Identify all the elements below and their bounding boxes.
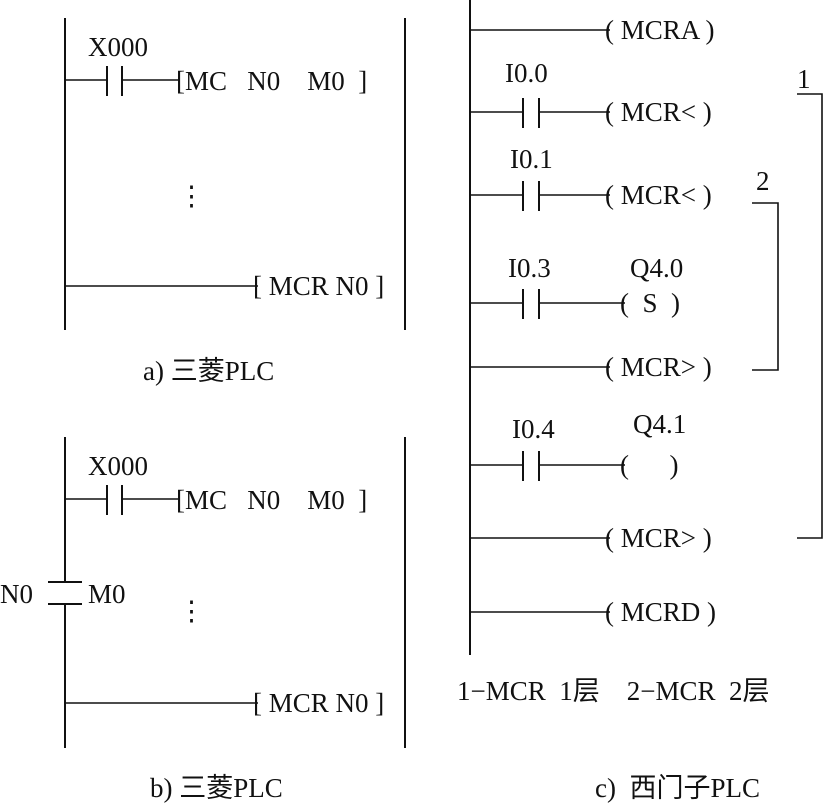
contact-i0-1: [522, 181, 540, 211]
coil-mcra: ( MCRA ): [605, 15, 715, 45]
contact-label: I0.1: [510, 144, 553, 174]
contact-label: I0.0: [505, 58, 548, 88]
ellipsis: ⋮: [178, 181, 205, 211]
caption: c) 西门子PLC: [595, 773, 760, 803]
mcr-instruction: [ MCR N0 ]: [253, 271, 384, 301]
mc-instruction: [MC N0 M0 ]: [176, 66, 367, 96]
contact-label: I0.3: [508, 253, 551, 283]
contact-label: X000: [88, 32, 148, 62]
master-contact-left-label: N0: [0, 579, 33, 609]
coil-mcr-close: ( MCR> ): [605, 352, 712, 382]
coil-mcr-close: ( MCR> ): [605, 523, 712, 553]
bracket-label: 2: [756, 166, 770, 196]
coil-set: ( S ): [620, 288, 680, 318]
contact-i0-0: [522, 98, 540, 128]
output-label: Q4.1: [633, 409, 686, 439]
mc-instruction: [MC N0 M0 ]: [176, 485, 367, 515]
caption: b) 三菱PLC: [150, 773, 283, 803]
coil-mcr-open: ( MCR< ): [605, 97, 712, 127]
output-label: Q4.0: [630, 253, 683, 283]
master-control-contact: [48, 581, 82, 605]
mcr-instruction: [ MCR N0 ]: [253, 688, 384, 718]
caption: a) 三菱PLC: [143, 356, 274, 386]
panel-c: ( MCRA ) I0.0 ( MCR< ) I0.1 ( MCR< ) I0.…: [457, 0, 823, 803]
contact-label: X000: [88, 451, 148, 481]
bracket-mcr-level-2: [752, 202, 779, 371]
contact-x000: [106, 66, 123, 96]
bracket-mcr-level-1: [797, 93, 823, 539]
contact-i0-3: [522, 289, 540, 319]
contact-label: I0.4: [512, 414, 555, 444]
coil-mcrd: ( MCRD ): [605, 597, 716, 627]
bracket-label: 1: [797, 64, 811, 94]
ellipsis: ⋮: [178, 596, 205, 626]
panel-b: X000 [MC N0 M0 ] N0 M0 ⋮ [ MCR N0 ] b) 三…: [0, 437, 406, 803]
legend: 1−MCR 1层 2−MCR 2层: [457, 676, 770, 706]
contact-i0-4: [522, 451, 540, 481]
contact-x000: [106, 485, 123, 515]
coil-mcr-open: ( MCR< ): [605, 180, 712, 210]
master-contact-right-label: M0: [88, 579, 126, 609]
coil-output: ( ): [620, 450, 678, 480]
panel-a: X000 [MC N0 M0 ] ⋮ [ MCR N0 ] a) 三菱PLC: [64, 18, 406, 386]
